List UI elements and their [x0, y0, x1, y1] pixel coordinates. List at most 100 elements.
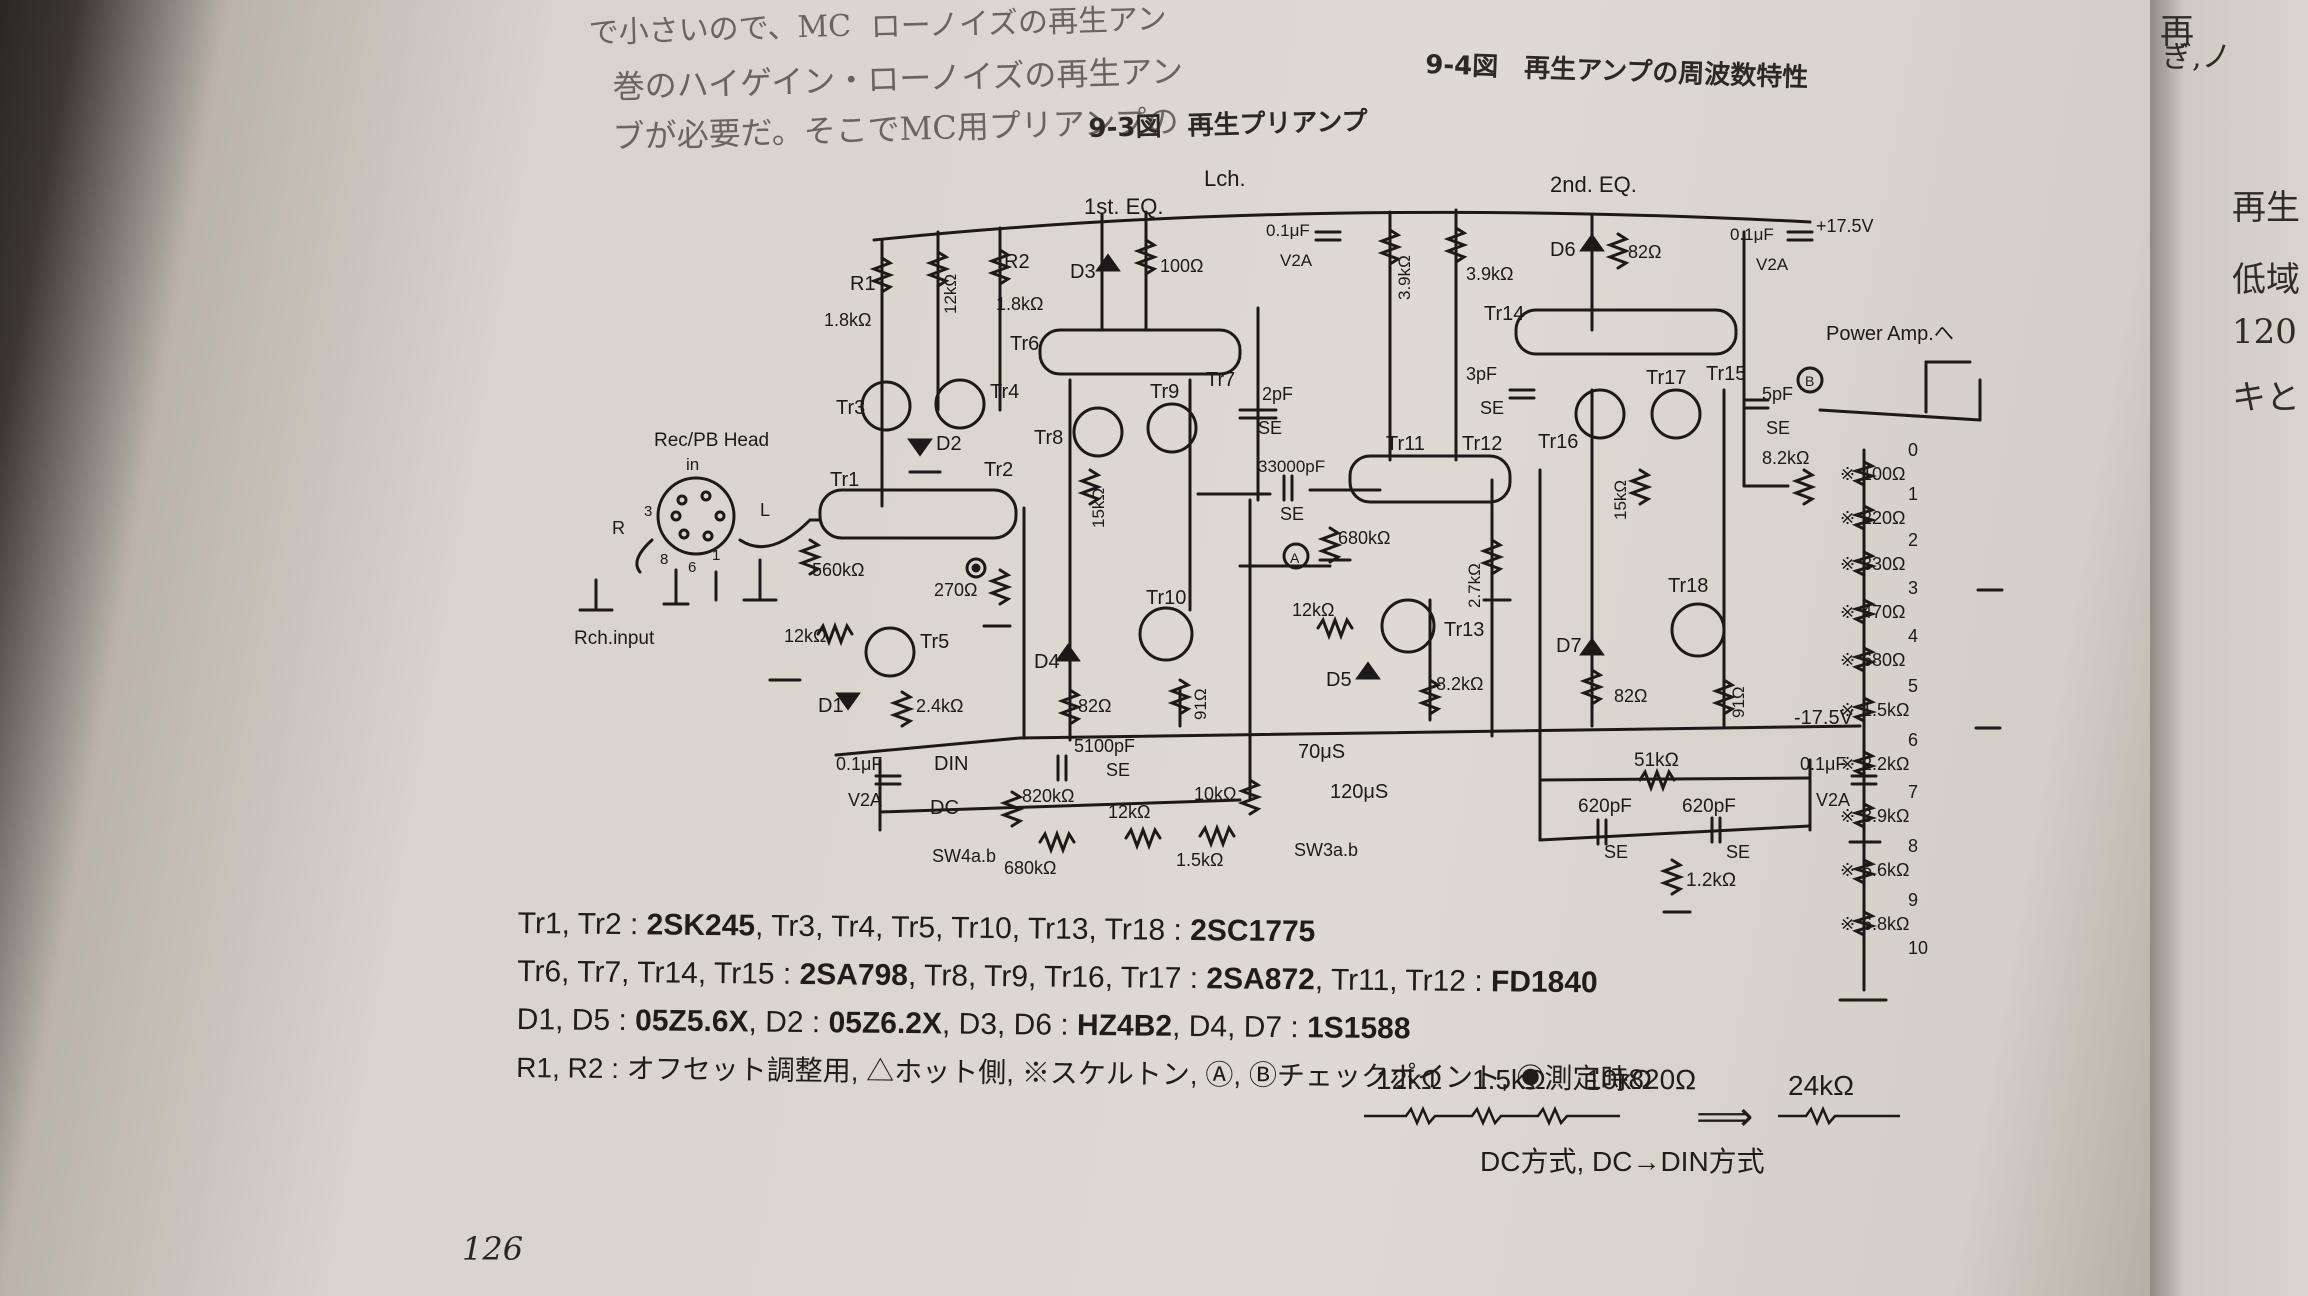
check-point-label: A — [1290, 550, 1300, 566]
label-capacitor: 0.1μF — [1730, 225, 1774, 244]
resistor — [816, 621, 854, 647]
legend-part: 2SK245 — [646, 908, 756, 943]
label-diode: D2 — [936, 433, 962, 455]
transistor-tr10 — [1138, 606, 1194, 662]
label-resistor: 3.9kΩ — [1466, 264, 1513, 284]
label-transistor: Tr9 — [1150, 381, 1179, 403]
label-v2a: V2A — [1816, 790, 1850, 810]
resistor — [1659, 858, 1685, 896]
right-page-char: キと — [2232, 378, 2300, 418]
label-transistor: Tr11 — [1386, 433, 1425, 455]
transistor-tr18 — [1670, 602, 1726, 658]
label-transistor: Tr2 — [984, 459, 1013, 481]
transistor-pair-tr14-tr15 — [1514, 308, 1738, 356]
formula-note: DC方式, DC→DIN方式 — [1480, 1146, 1765, 1177]
label-diode: D3 — [1070, 261, 1096, 283]
transistor-tr9 — [1146, 402, 1198, 454]
label-diode: D5 — [1326, 669, 1352, 691]
label-resistor: 82Ω — [1628, 242, 1661, 262]
transistor-tr3 — [860, 380, 912, 432]
supply-rail-negative — [834, 724, 1862, 757]
resistor — [1316, 615, 1354, 641]
label-resistor: 51kΩ — [1634, 750, 1679, 771]
resistor — [987, 568, 1013, 606]
label-pin: 6 — [688, 559, 696, 576]
right-page-char: ぎ,ノ — [2162, 40, 2232, 75]
label-transistor: Tr13 — [1444, 619, 1484, 641]
ladder-position-label: 7 — [1908, 782, 1918, 802]
label-resistor: 680kΩ — [1004, 858, 1057, 878]
resistor — [1417, 678, 1443, 716]
diodes — [835, 233, 1605, 711]
right-page-char: 再生 — [2232, 188, 2300, 228]
capacitors — [874, 230, 1878, 846]
label-head-l: L — [760, 500, 770, 520]
label-capacitor: 0.1μF — [1266, 221, 1310, 240]
label-capacitor: 0.1μF — [1800, 754, 1846, 774]
label-resistor: 1.2kΩ — [1686, 870, 1736, 891]
legend-part: FD1840 — [1490, 965, 1598, 1000]
label-head-r: R — [612, 518, 625, 538]
label-capacitor: 2pF — [1262, 384, 1293, 404]
transistor-pair-tr6-tr7 — [1038, 328, 1242, 376]
label-transistor: Tr5 — [920, 631, 949, 653]
right-page-edge: 再 ぎ,ノ 再生 低域 120 キと — [2150, 0, 2308, 1296]
formula-arrow: ⟹ — [1696, 1095, 1754, 1139]
formula-r2: 1.5kΩ — [1472, 1064, 1546, 1095]
resistor — [1479, 538, 1505, 576]
ladder-mark: ※ — [1840, 554, 1855, 574]
label-se: SE — [1258, 418, 1282, 438]
label-rch-input: Rch.input — [574, 628, 655, 649]
label-transistor: Tr10 — [1146, 587, 1186, 609]
label-capacitor: 5pF — [1762, 384, 1793, 404]
resistor — [1133, 238, 1159, 276]
label-transistor: Tr17 — [1646, 367, 1686, 389]
supply-rail-positive — [872, 210, 1812, 242]
ladder-mark: ※ — [1840, 508, 1855, 528]
label-se: SE — [1106, 760, 1130, 780]
label-resistor: 12kΩ — [784, 626, 826, 646]
label-stage2: 2nd. EQ. — [1550, 172, 1637, 197]
legend-part: HZ4B2 — [1076, 1008, 1173, 1043]
resistor — [1124, 825, 1162, 851]
resistor — [797, 538, 823, 576]
label-v2a: V2A — [1280, 251, 1313, 270]
check-point-b — [1796, 366, 1824, 394]
resistor — [925, 250, 951, 288]
right-page-char: 再 — [2160, 12, 2194, 52]
label-transistor: Tr14 — [1484, 303, 1524, 325]
label-head-in: in — [686, 455, 699, 474]
label-diode: D1 — [818, 695, 844, 717]
label-resistor: 1.8kΩ — [996, 294, 1043, 314]
formula-r1: 12kΩ — [1376, 1064, 1443, 1095]
resistor — [889, 690, 915, 728]
ladder-mark: ※ — [1840, 602, 1855, 622]
label-r2: R2 — [1004, 251, 1030, 273]
transistor-tr17 — [1650, 388, 1702, 440]
label-resistor: 12kΩ — [1108, 802, 1150, 822]
label-head: Rec/PB Head — [654, 430, 769, 451]
resistor — [1605, 232, 1631, 270]
label-transistor: Tr16 — [1538, 431, 1578, 453]
label-resistor: 82Ω — [1614, 686, 1647, 706]
label-transistor: Tr15 — [1706, 363, 1746, 385]
legend-text: , D2 : — [748, 1005, 829, 1040]
dual-fet-tr1-tr2 — [818, 488, 1018, 540]
label-capacitor: 33000pF — [1258, 457, 1325, 476]
label-capacitor: 620pF — [1682, 796, 1736, 817]
equivalent-resistance-diagram — [1364, 1105, 1900, 1127]
label-resistor: 2.7kΩ — [1465, 563, 1484, 608]
label-resistor: 1.8kΩ — [824, 310, 871, 330]
ladder-position-label: 10 — [1908, 938, 1928, 958]
resistor — [1317, 526, 1343, 564]
formula-result: 24kΩ — [1788, 1070, 1855, 1101]
label-resistor: 91Ω — [1191, 688, 1210, 720]
label-switch-din: DIN — [934, 753, 968, 775]
legend-part: 05Z6.2X — [828, 1006, 943, 1041]
label-transistor: Tr6 — [1010, 333, 1039, 355]
label-resistor: 2.4kΩ — [916, 696, 963, 716]
label-resistor: 15kΩ — [1089, 488, 1108, 528]
ladder-mark: ※ — [1840, 700, 1855, 720]
label-resistor: 8.2kΩ — [1436, 674, 1483, 694]
